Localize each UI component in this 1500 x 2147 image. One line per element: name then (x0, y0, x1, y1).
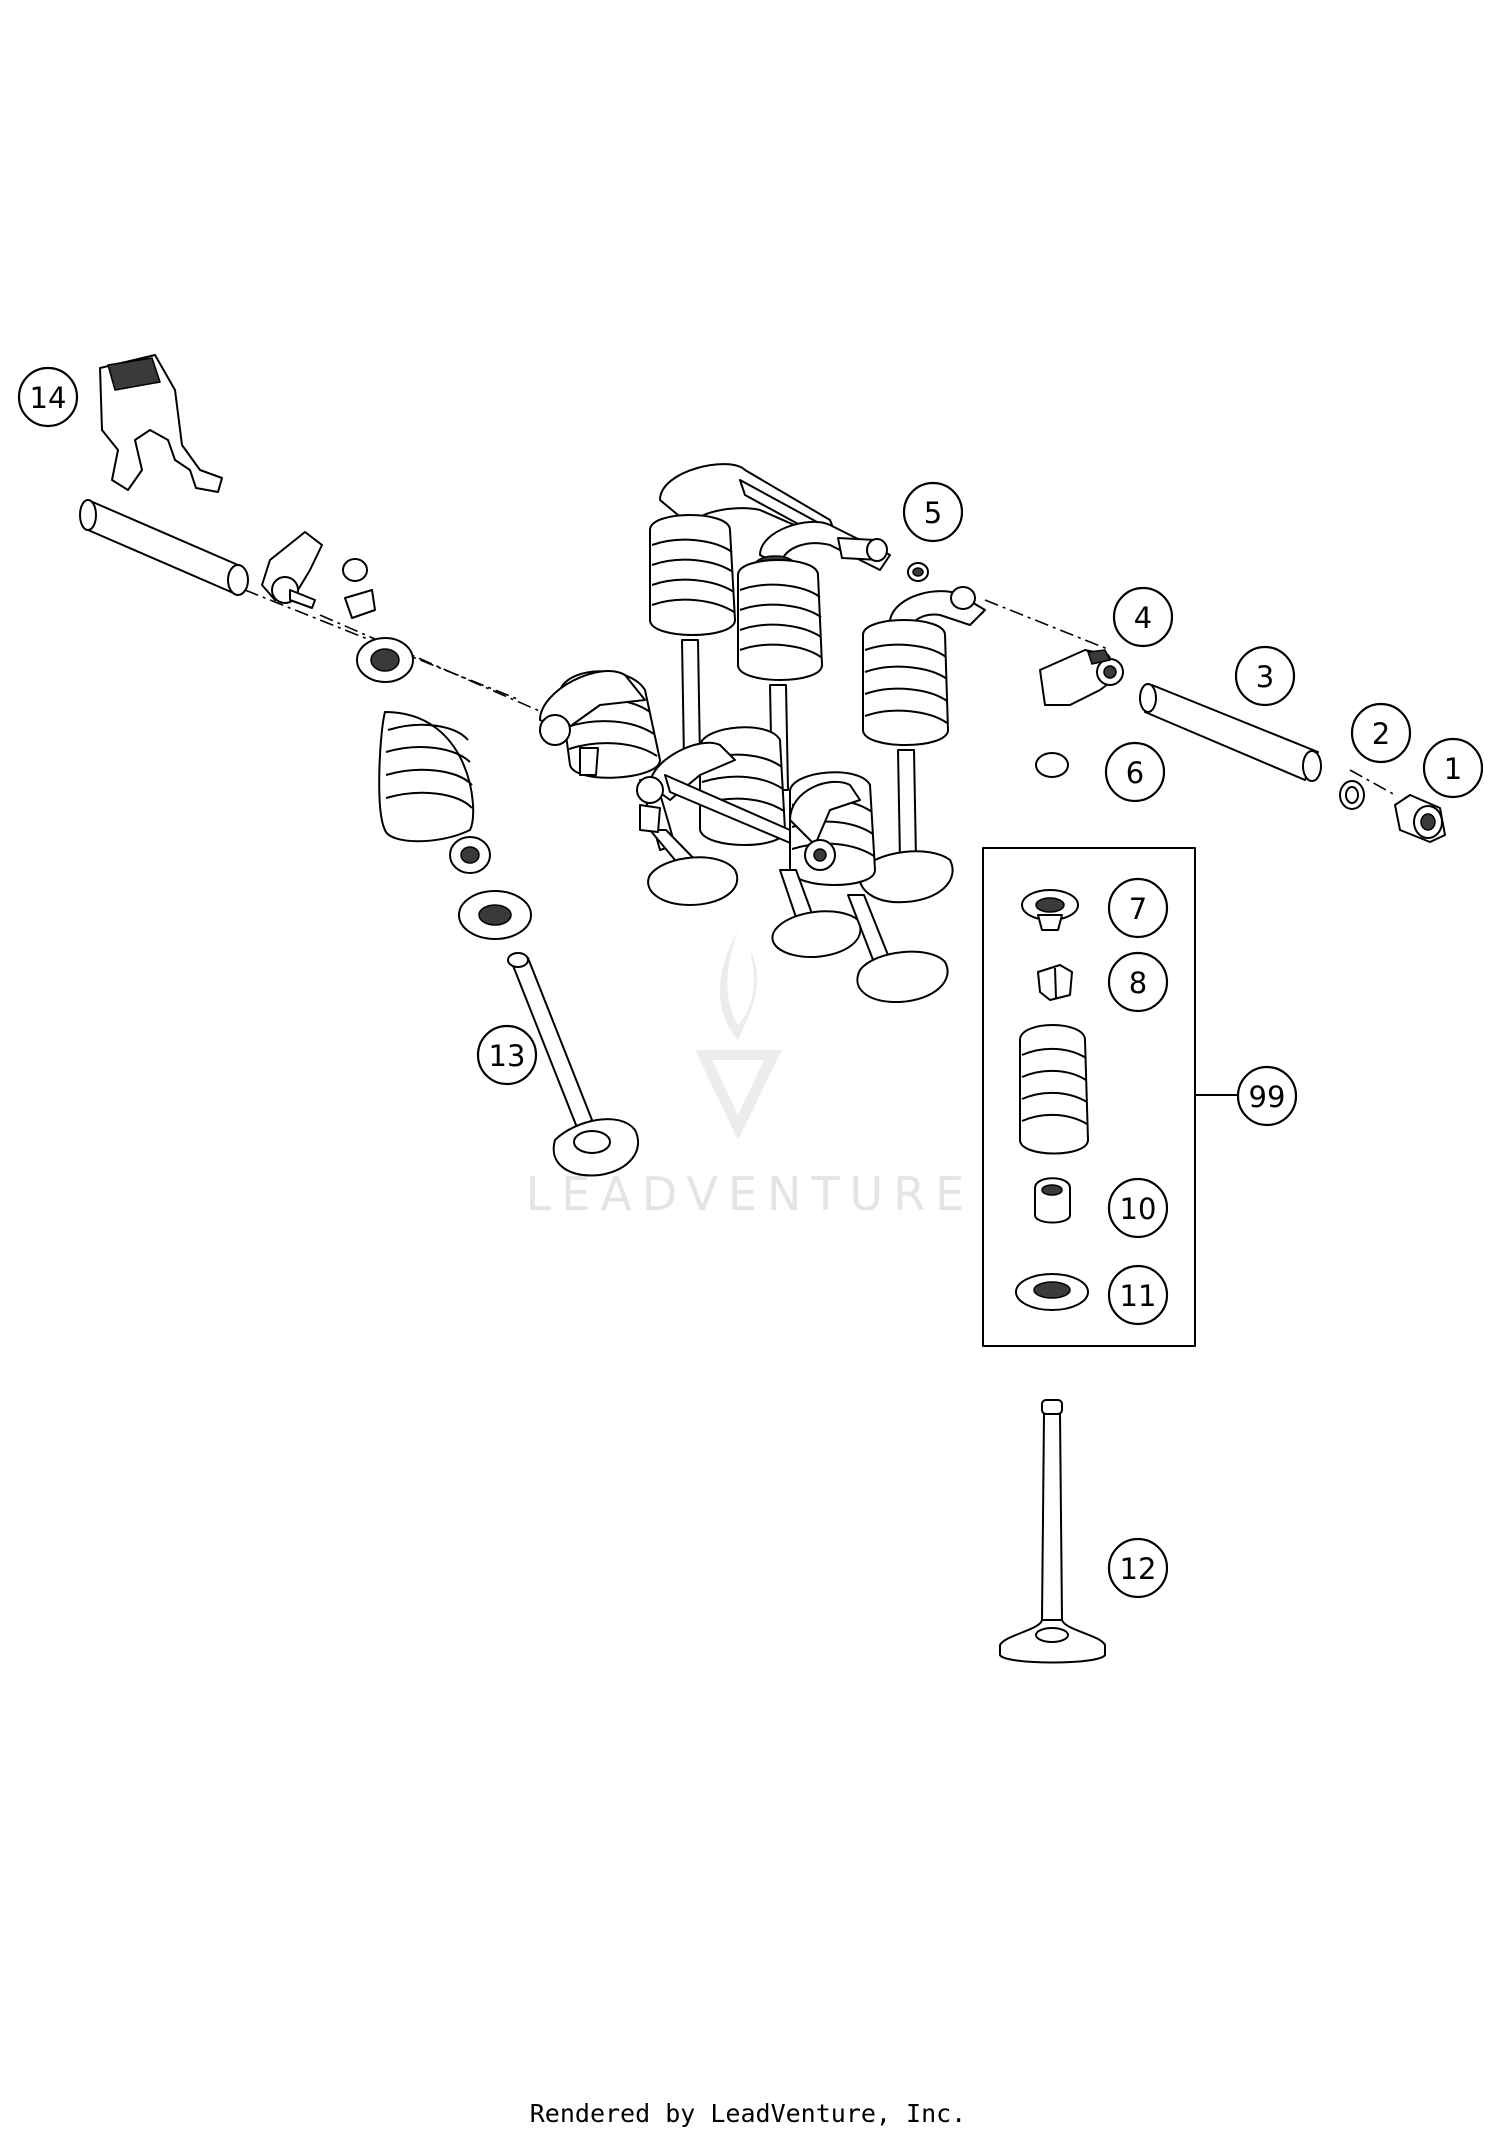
upper-spring-c-icon (858, 619, 954, 904)
callout-99-label: 99 (1249, 1080, 1286, 1114)
kit-99-box (982, 847, 1196, 1347)
part-12-valve-icon (999, 1399, 1106, 1664)
callout-1-label: 1 (1444, 752, 1462, 786)
left-rocker-arm-icon (261, 531, 323, 609)
callout-8-label: 8 (1129, 966, 1147, 1000)
callout-7-label: 7 (1129, 892, 1147, 926)
part-7-retainer-icon (1021, 889, 1079, 931)
callout-13[interactable]: 13 (476, 1024, 538, 1086)
lower-rocker-b-icon (636, 741, 796, 846)
part-14-clip-icon (99, 354, 223, 493)
upper-spring-b-icon (737, 559, 823, 791)
callout-11[interactable]: 11 (1107, 1264, 1169, 1326)
lower-valve-b-icon (771, 869, 862, 959)
lower-rocker-a-icon (539, 670, 646, 776)
part-1-plug-screw-icon (1394, 794, 1446, 843)
part-11-seat-washer-icon (1015, 1273, 1089, 1311)
lower-valve-c-icon (847, 894, 949, 1004)
callout-6-label: 6 (1126, 756, 1144, 790)
callout-5-label: 5 (924, 496, 942, 530)
callout-5[interactable]: 5 (902, 481, 964, 543)
right-axis-line-2 (1349, 769, 1396, 796)
lower-rocker-c-icon (789, 780, 861, 871)
callout-13-label: 13 (489, 1039, 526, 1073)
callout-10[interactable]: 10 (1107, 1177, 1169, 1239)
callout-11-label: 11 (1120, 1279, 1157, 1313)
callout-4-label: 4 (1134, 601, 1152, 635)
callout-12-label: 12 (1120, 1552, 1157, 1586)
bolt-a-icon (837, 537, 888, 562)
callout-1[interactable]: 1 (1422, 737, 1484, 799)
callout-3-label: 3 (1256, 660, 1274, 694)
part-3-rocker-shaft-icon (1139, 683, 1322, 782)
left-axis-line-2 (319, 614, 561, 721)
callout-99[interactable]: 99 (1236, 1065, 1298, 1127)
callout-10-label: 10 (1120, 1192, 1157, 1226)
callout-14-label: 14 (30, 381, 67, 415)
part-2-o-ring-icon (1339, 780, 1365, 810)
callout-6[interactable]: 6 (1104, 741, 1166, 803)
callout-14[interactable]: 14 (17, 366, 79, 428)
part-8-keeper-icon (1037, 964, 1073, 1001)
left-rocker-shaft-icon (79, 499, 249, 596)
part-9-spring-icon (1019, 1024, 1089, 1155)
bolt-b-icon (907, 562, 929, 582)
footer-credit: Rendered by LeadVenture, Inc. (530, 2099, 967, 2128)
callout-2-label: 2 (1372, 717, 1390, 751)
right-axis-line (984, 599, 1111, 651)
part-10-valve-seal-icon (1034, 1177, 1071, 1224)
part-13-valve-icon (507, 952, 640, 1177)
left-seal-icon (449, 836, 491, 874)
callout-2[interactable]: 2 (1350, 702, 1412, 764)
flame-v-logo-icon (695, 930, 782, 1140)
callout-12[interactable]: 12 (1107, 1537, 1169, 1599)
upper-spring-a-icon (649, 514, 736, 761)
callout-7[interactable]: 7 (1107, 877, 1169, 939)
part-4-rocker-arm-icon (1039, 649, 1124, 706)
left-keeper-icon (344, 589, 376, 619)
left-retainer-icon (356, 637, 414, 683)
left-spring-icon (378, 711, 475, 843)
callout-8[interactable]: 8 (1107, 951, 1169, 1013)
left-pad-icon (342, 558, 368, 582)
callout-4[interactable]: 4 (1112, 586, 1174, 648)
part-6-pad-icon (1035, 752, 1069, 778)
left-seat-washer-icon (458, 890, 532, 940)
callout-3[interactable]: 3 (1234, 645, 1296, 707)
